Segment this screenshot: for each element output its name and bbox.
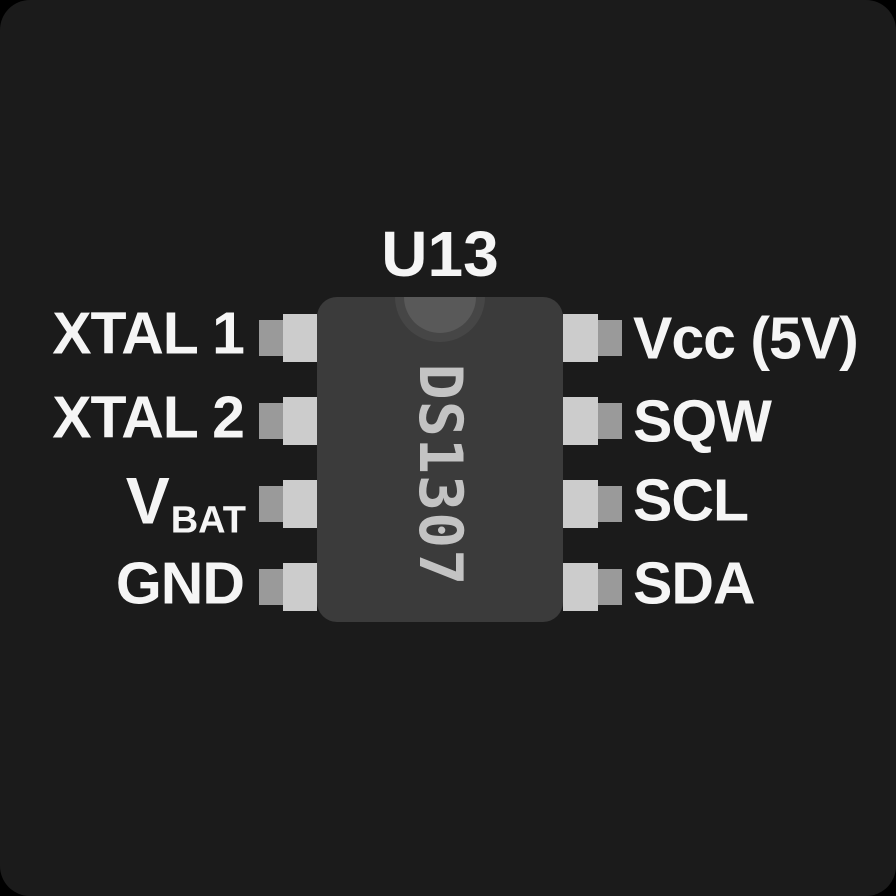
pin-label-subscript: BAT xyxy=(170,499,246,542)
pin-label-text: V xyxy=(125,463,170,538)
pin-label-text: XTAL 1 xyxy=(52,300,245,367)
chip-body: DS1307 xyxy=(317,297,563,622)
pin-lead-outer xyxy=(598,486,622,522)
pin-right-1 xyxy=(563,314,622,362)
pin-label-text: XTAL 2 xyxy=(52,384,245,451)
pin-left-2 xyxy=(259,397,317,445)
pin-lead-inner xyxy=(283,480,317,528)
part-number-label: DS1307 xyxy=(405,363,475,586)
pin-label-vcc: Vcc (5V) xyxy=(633,309,859,368)
pin-right-4 xyxy=(563,563,622,611)
pin-left-4 xyxy=(259,563,317,611)
pin-label-sda: SDA xyxy=(633,554,756,613)
pin-label-text: SCL xyxy=(633,467,749,534)
pin-lead-inner xyxy=(283,314,317,362)
pin-lead-inner xyxy=(563,397,598,445)
pin-lead-inner xyxy=(563,480,598,528)
pin-label-text: SQW xyxy=(633,388,772,455)
pin-lead-outer xyxy=(598,403,622,439)
pin1-notch xyxy=(395,297,485,342)
pin1-notch-inner xyxy=(404,297,476,333)
pin-lead-inner xyxy=(283,563,317,611)
pin-label-text: GND xyxy=(115,550,245,617)
pin-label-scl: SCL xyxy=(633,471,749,530)
pin-lead-outer xyxy=(259,486,283,522)
pin-right-2 xyxy=(563,397,622,445)
pin-label-sqw: SQW xyxy=(633,392,772,451)
pin-lead-inner xyxy=(283,397,317,445)
pin-label-text: SDA xyxy=(633,550,756,617)
pin-lead-outer xyxy=(598,320,622,356)
pin-label-vbat: VBAT xyxy=(126,468,246,540)
pin-lead-outer xyxy=(259,320,283,356)
pin-lead-outer xyxy=(259,569,283,605)
pin-lead-inner xyxy=(563,314,598,362)
pin-lead-outer xyxy=(598,569,622,605)
pin-label-text: Vcc (5V) xyxy=(633,305,859,372)
pin-lead-inner xyxy=(563,563,598,611)
pin-label-xtal1: XTAL 1 xyxy=(52,304,246,363)
pin-right-3 xyxy=(563,480,622,528)
pin-label-gnd: GND xyxy=(116,554,246,613)
pin-left-3 xyxy=(259,480,317,528)
pin-lead-outer xyxy=(259,403,283,439)
pin-label-xtal2: XTAL 2 xyxy=(52,388,246,447)
pin-left-1 xyxy=(259,314,317,362)
reference-designator: U13 xyxy=(381,218,499,290)
